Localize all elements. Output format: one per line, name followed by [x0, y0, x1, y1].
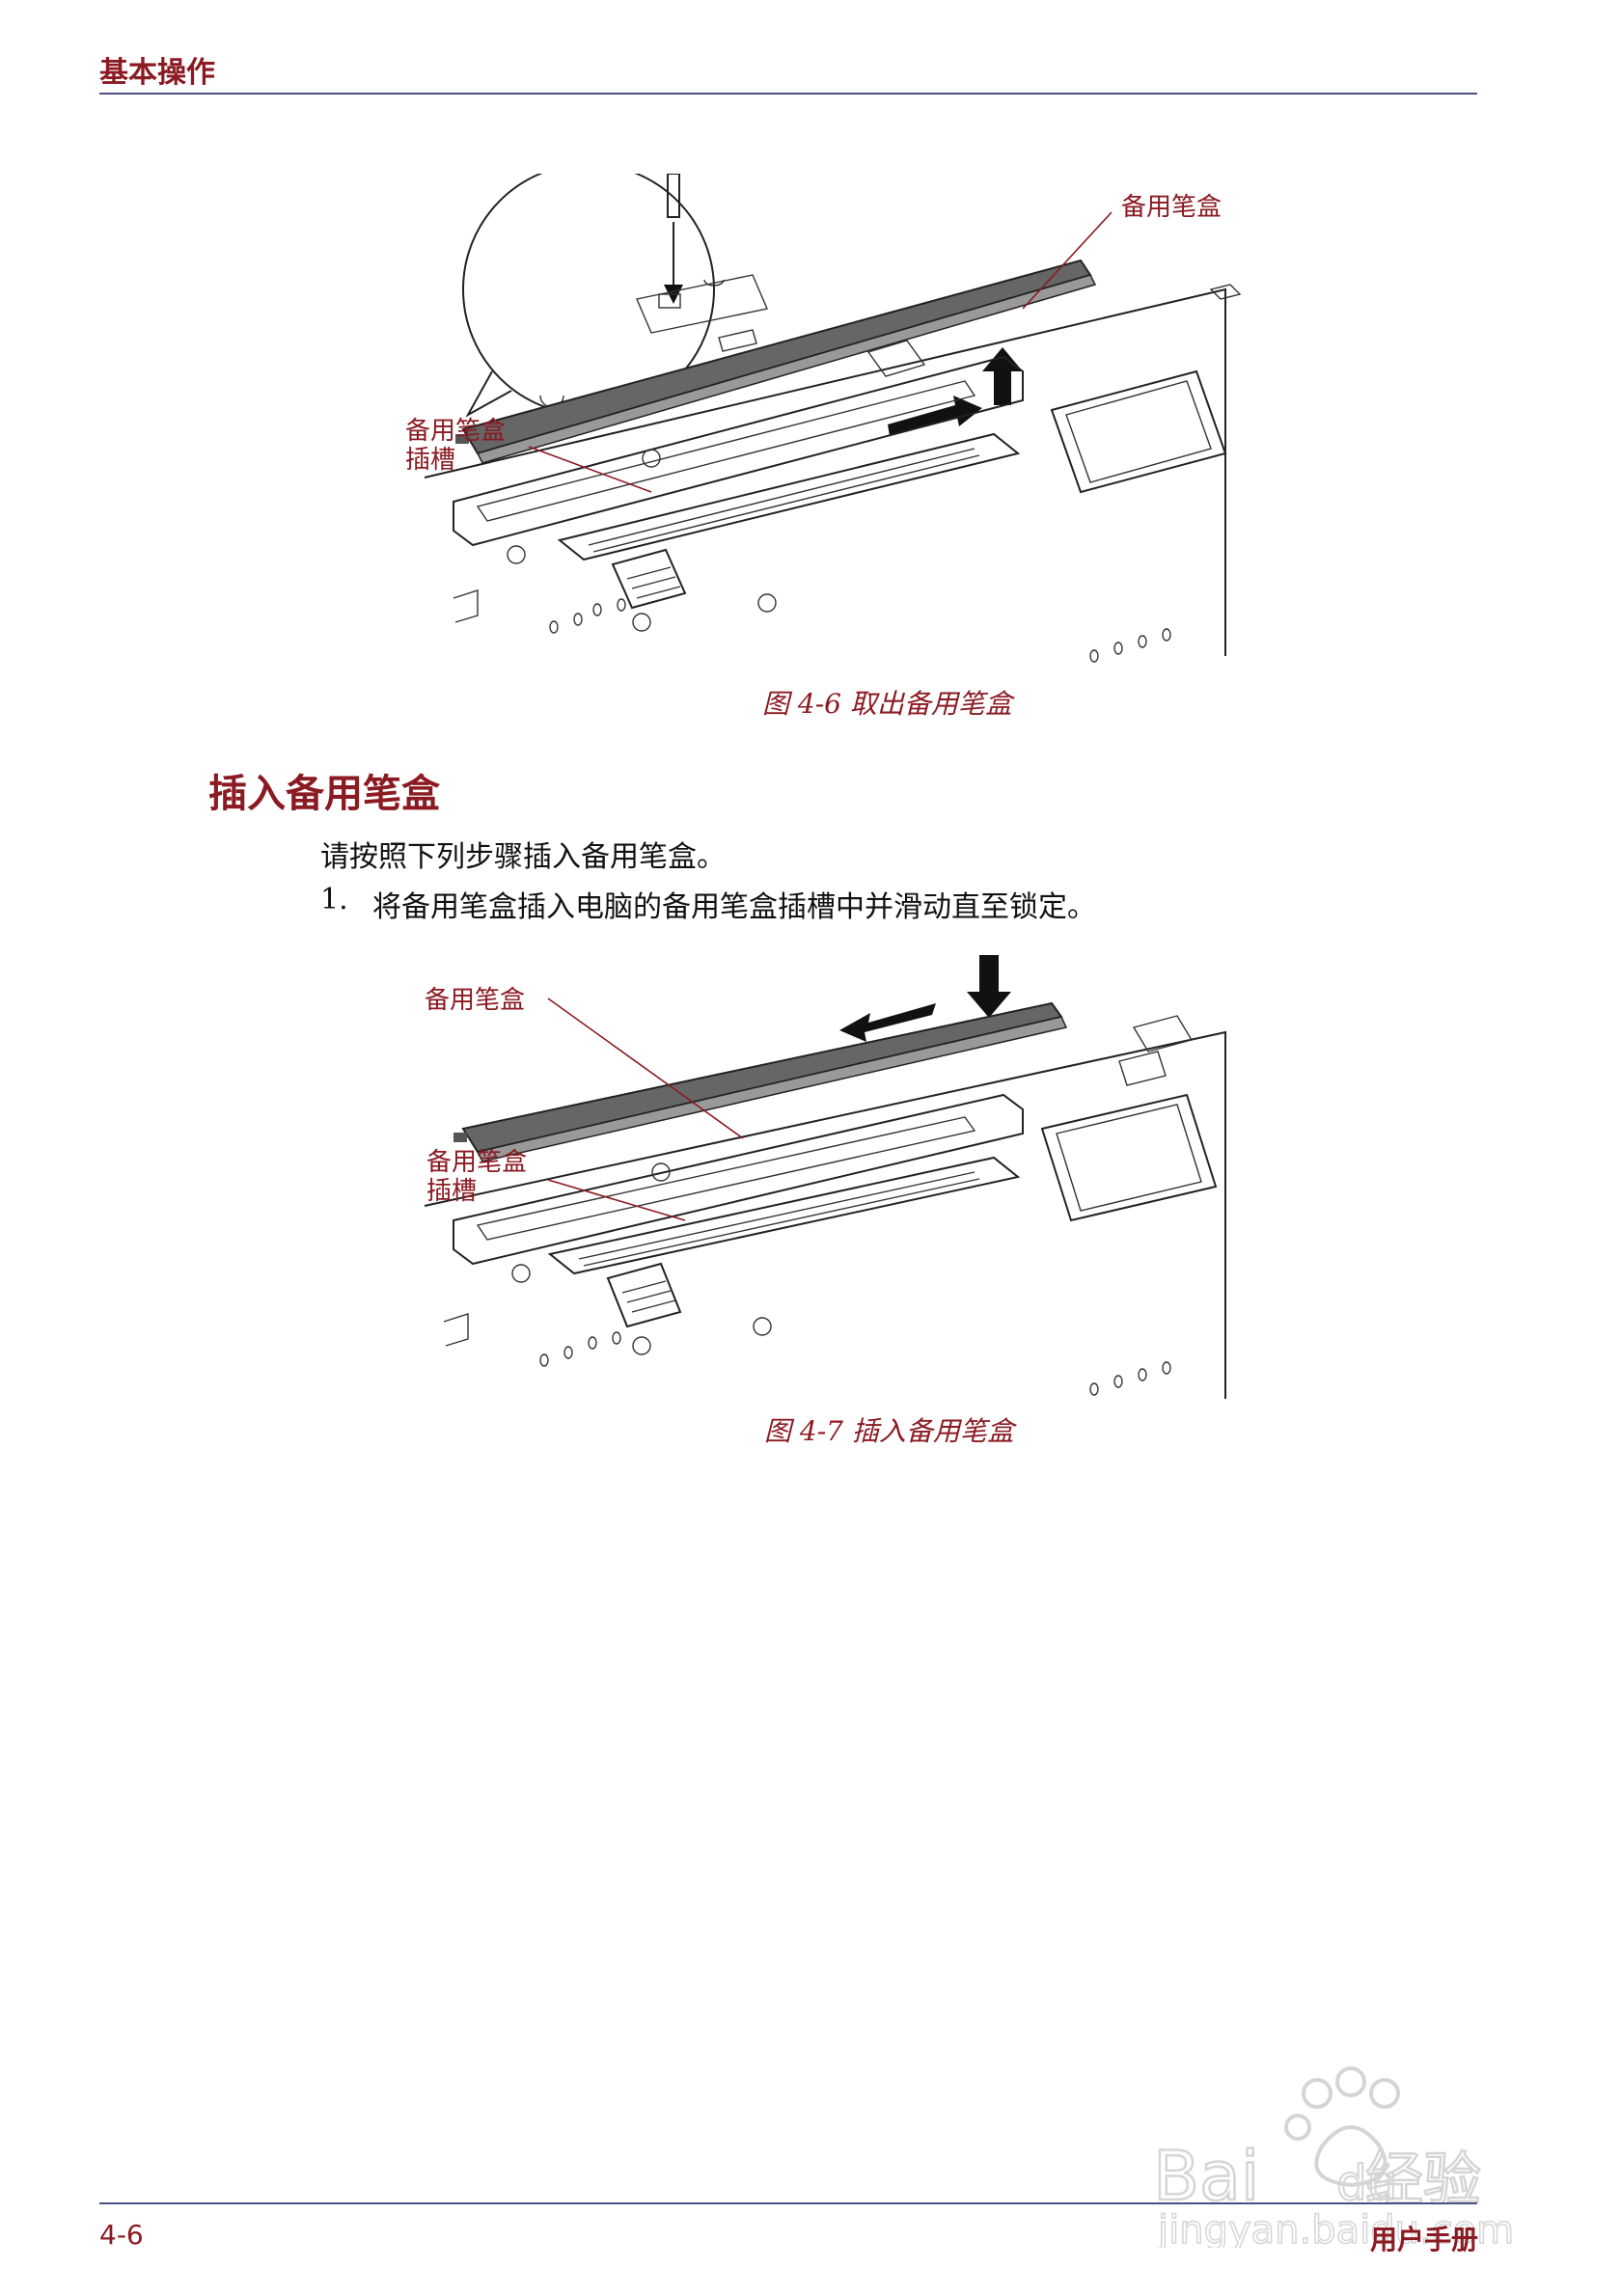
- header-title: 基本操作: [99, 56, 215, 90]
- header-divider: [99, 93, 1477, 95]
- intro-text: 请按照下列步骤插入备用笔盒。: [320, 840, 726, 874]
- step-1-number: 1.: [320, 883, 348, 916]
- figure-insert-pen-illustration: [386, 955, 1254, 1408]
- callout-spare-pen: 备用笔盒: [1121, 193, 1223, 222]
- figure-remove-pen-illustration: [386, 163, 1254, 675]
- callout-pen-slot: 备用笔盒 插槽: [405, 417, 507, 475]
- callout-pen-slot-2: 备用笔盒 插槽: [426, 1148, 528, 1206]
- baidu-paw-logo-icon: Bai 经验 du jingyan.baidu.com: [1152, 2066, 1515, 2254]
- figure-caption-4-7: 图 4-7 插入备用笔盒: [764, 1415, 1014, 1447]
- page-number: 4-6: [99, 2219, 144, 2251]
- figure-caption-4-6: 图 4-6 取出备用笔盒: [762, 688, 1012, 720]
- callout-spare-pen-2: 备用笔盒: [425, 986, 526, 1015]
- baidu-jingyan-watermark: Bai 经验 du jingyan.baidu.com: [1143, 2055, 1549, 2254]
- footer-divider: [99, 2202, 1477, 2204]
- section-title: 插入备用笔盒: [208, 772, 440, 816]
- step-1-text: 将备用笔盒插入电脑的备用笔盒插槽中并滑动直至锁定。: [372, 890, 1096, 924]
- manual-title: 用户手册: [1369, 2224, 1478, 2255]
- svg-text:jingyan.baidu.com: jingyan.baidu.com: [1157, 2208, 1514, 2248]
